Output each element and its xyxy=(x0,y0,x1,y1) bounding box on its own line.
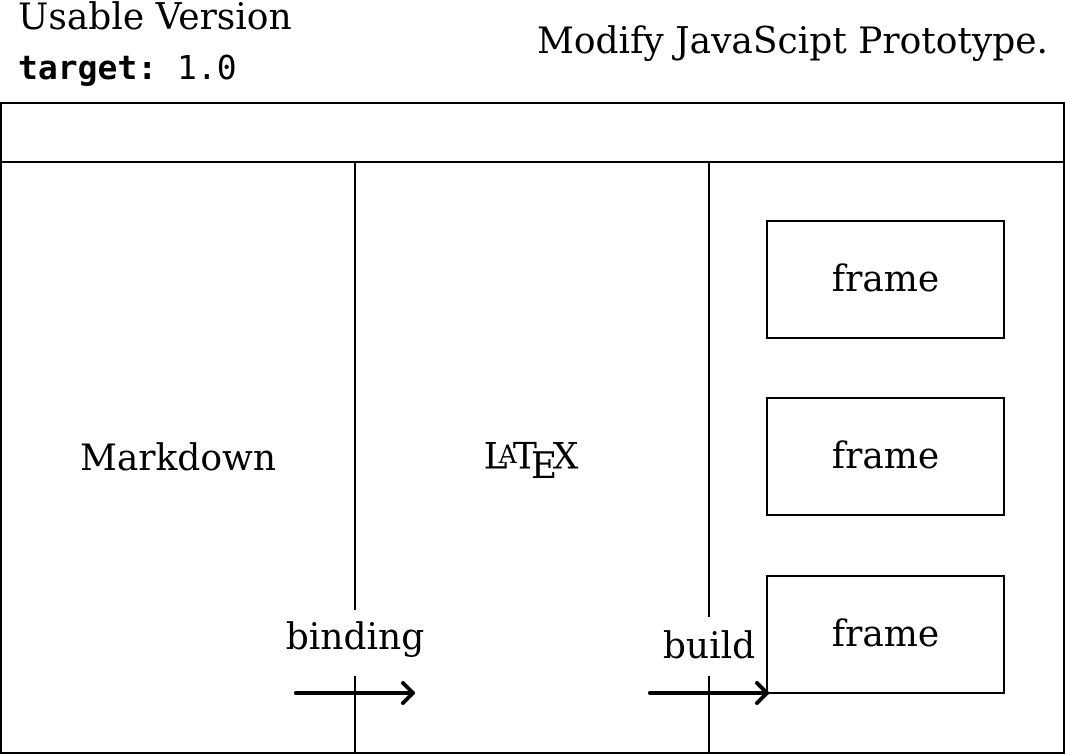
target-line: target: 1.0 xyxy=(18,51,292,84)
version-title: Usable Version xyxy=(18,0,292,38)
top-strip xyxy=(2,104,1063,163)
frame-label: frame xyxy=(831,258,940,300)
frame-box-1: frame xyxy=(766,220,1005,339)
divider-latex-frames-upper xyxy=(708,161,710,617)
divider-markdown-latex-lower xyxy=(354,676,356,752)
latex-logo-l: L xyxy=(483,436,508,478)
latex-logo-e: E xyxy=(530,445,558,487)
markdown-label: Markdown xyxy=(79,438,277,479)
frame-box-2: frame xyxy=(766,397,1005,516)
target-key: target: xyxy=(18,48,158,87)
divider-markdown-latex-upper xyxy=(354,161,356,610)
divider-latex-frames-lower xyxy=(708,676,710,752)
latex-logo-a: A xyxy=(498,440,517,469)
header-right-text: Modify JavaScipt Prototype. xyxy=(536,21,1048,62)
latex-logo-t: T xyxy=(512,436,537,478)
binding-edge-label: binding xyxy=(281,620,429,656)
diagram-outer-box xyxy=(0,102,1065,754)
frame-label: frame xyxy=(831,435,940,477)
frame-label: frame xyxy=(831,613,940,655)
header-left: Usable Version target: 1.0 xyxy=(18,0,292,84)
latex-logo: LATEX xyxy=(484,437,579,485)
target-value: 1.0 xyxy=(176,48,237,87)
frame-box-3: frame xyxy=(766,575,1005,694)
latex-logo-x: X xyxy=(552,436,579,478)
build-edge-label: build xyxy=(658,629,760,665)
